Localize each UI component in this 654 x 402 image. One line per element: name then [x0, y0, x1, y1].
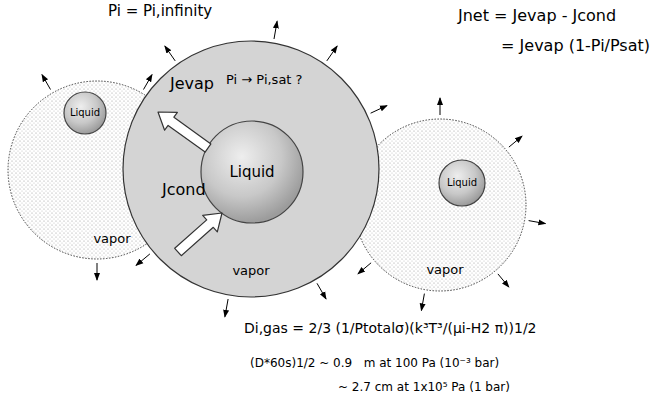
outflow-arrow	[440, 98, 441, 115]
phase-label: Liquid	[229, 163, 274, 181]
annotation: Jevap	[170, 74, 214, 93]
outflow-arrow	[274, 21, 277, 39]
outflow-arrow	[498, 274, 509, 287]
outflow-arrow	[165, 46, 175, 61]
vapor-shape	[123, 41, 379, 297]
outflow-arrow	[358, 263, 371, 274]
annotation: (D*60s)1/2 ~ 0.9 m at 100 Pa (10⁻³ bar)	[250, 356, 499, 370]
region-label: vapor	[93, 231, 130, 247]
phase-label: Liquid	[447, 177, 477, 189]
annotation: Jnet = Jevap - Jcond	[458, 6, 616, 25]
outflow-arrow	[371, 106, 387, 114]
outflow-arrow	[136, 254, 150, 266]
phase-label: Liquid	[70, 107, 100, 119]
liquid-droplet: Liquid	[438, 159, 486, 207]
droplet-shape	[201, 121, 303, 223]
outflow-arrow	[421, 294, 424, 311]
liquid-droplet: Liquid	[200, 120, 304, 224]
annotation: Pi → Pi,sat ?	[226, 72, 303, 88]
outflow-arrow	[509, 136, 522, 147]
outflow-arrow	[317, 283, 326, 299]
annotation: Pi = Pi,infinity	[108, 2, 212, 20]
annotation: ~ 2.7 cm at 1x10⁵ Pa (1 bar)	[338, 380, 510, 394]
outflow-arrow	[225, 299, 228, 317]
liquid-droplet: Liquid	[63, 91, 107, 135]
droplet-shape	[64, 92, 106, 134]
droplet-shape	[439, 160, 485, 206]
annotation: Di,gas = 2/3 (1/Ptotalσ)(k³T³/(μi-H2 π))…	[244, 320, 537, 337]
region-label: vapor	[426, 262, 463, 278]
evaporation-arrow	[158, 112, 211, 152]
annotation: = Jevap (1-Pi/Psat)	[501, 36, 650, 55]
outflow-arrow	[97, 263, 98, 280]
vapor-shape	[354, 119, 526, 291]
outflow-arrow	[42, 75, 51, 90]
vapor-region: vapor Liquid	[353, 118, 527, 292]
outflow-arrow	[529, 221, 546, 224]
outflow-arrow	[144, 75, 153, 90]
annotation: Jcond	[162, 180, 206, 199]
condensation-arrow	[175, 213, 222, 256]
region-label: vapor	[232, 263, 269, 279]
outflow-arrow	[327, 46, 337, 61]
